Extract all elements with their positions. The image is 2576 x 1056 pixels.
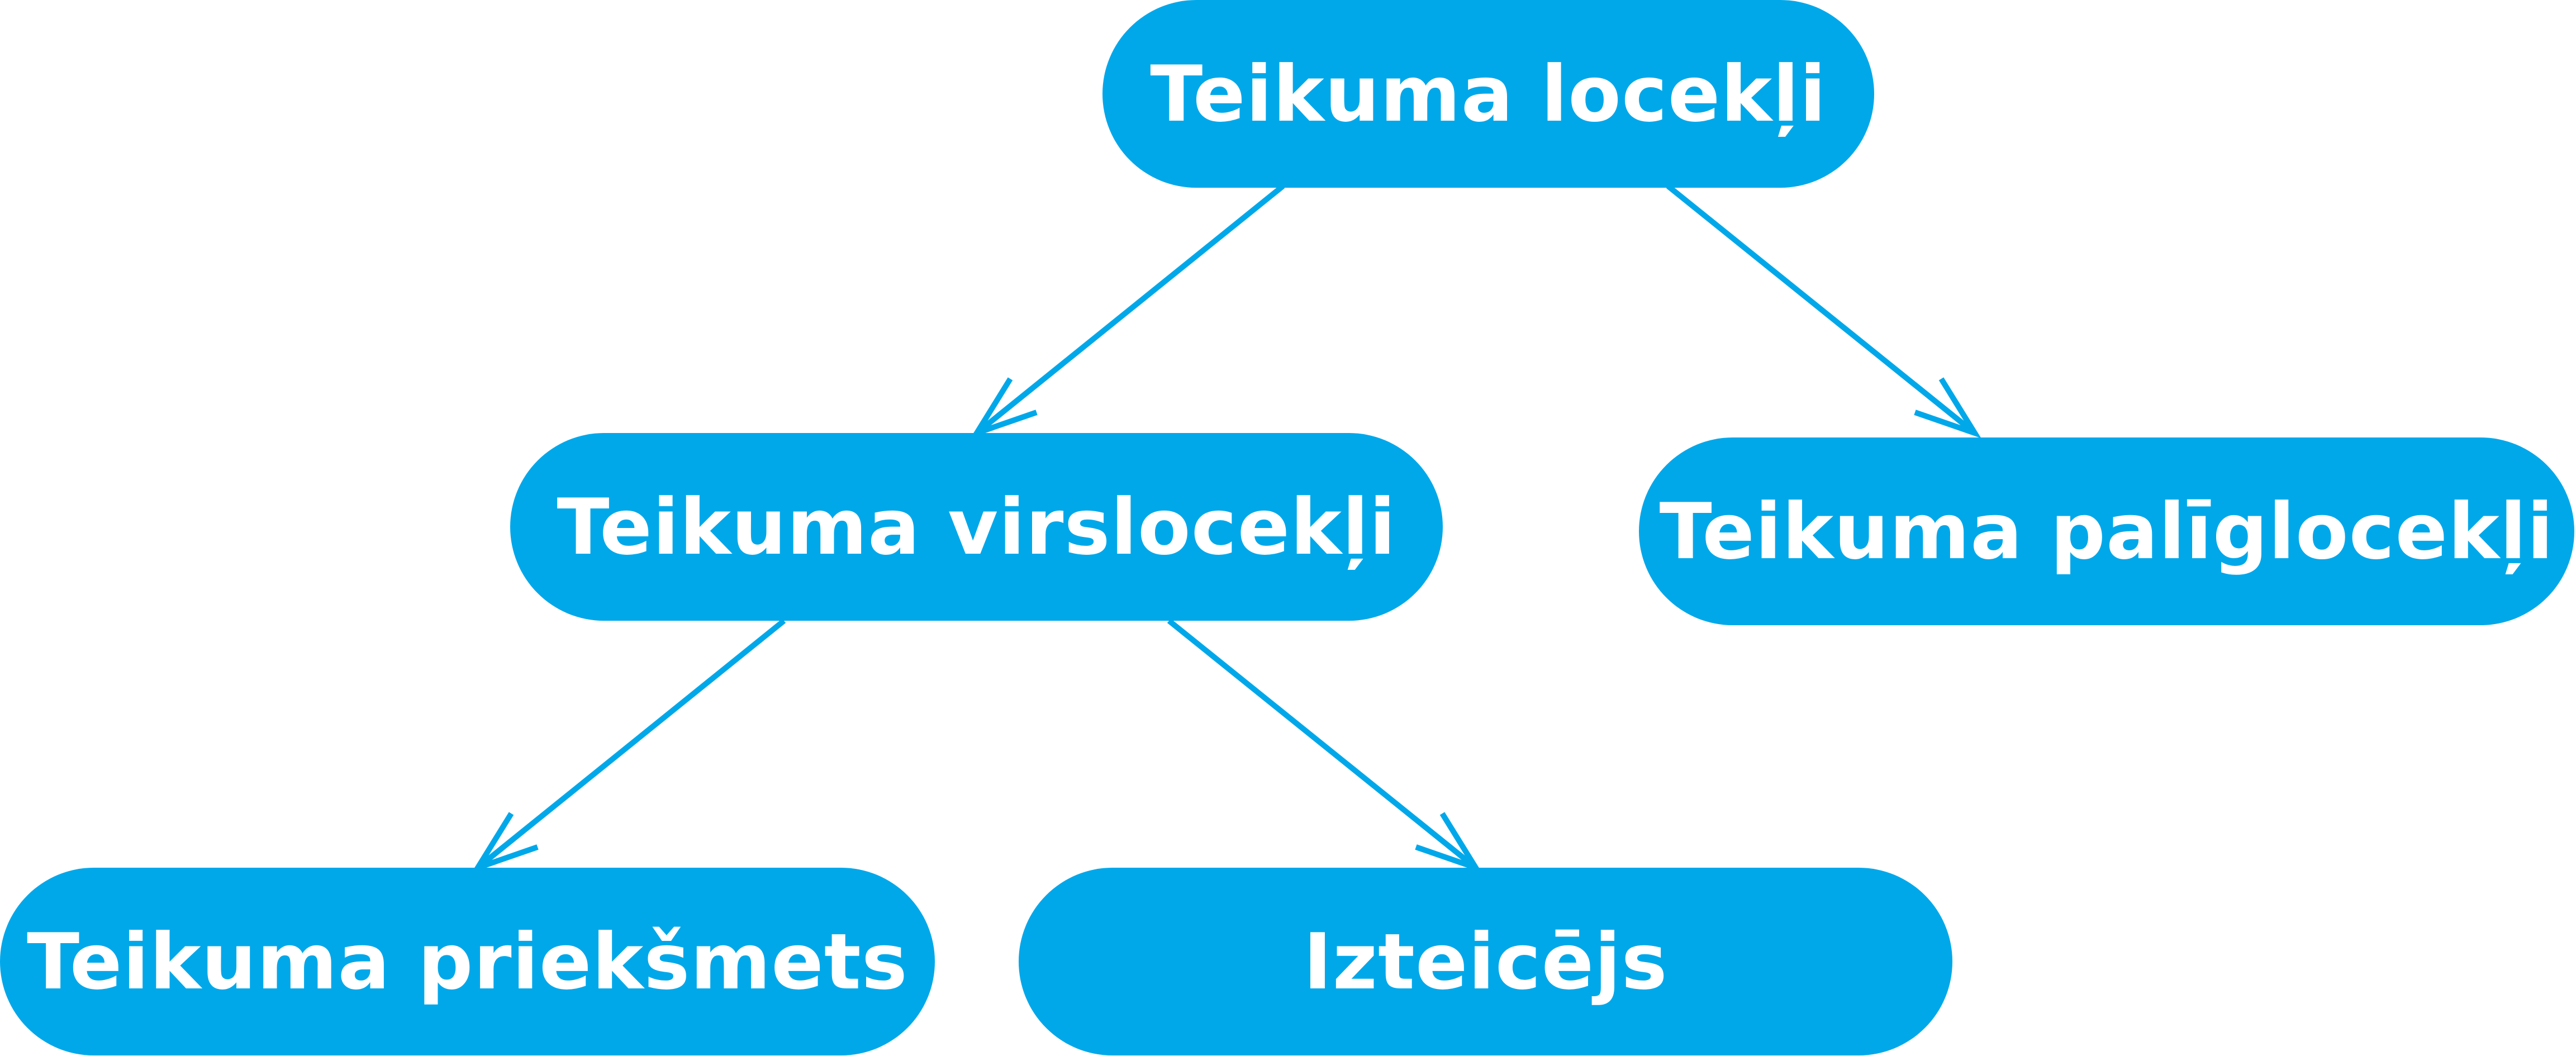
node-teikuma-loceklji: Teikuma locekļi [1102, 0, 1874, 188]
node-label: Teikuma virslocekļi [557, 482, 1396, 572]
edge-virs-to-subj [471, 619, 786, 873]
edge-root-to-palig [1666, 184, 1981, 439]
node-label: Teikuma locekļi [1150, 49, 1827, 139]
node-izteicejs: Izteicējs [1019, 868, 1952, 1055]
node-teikuma-virsloceklji: Teikuma virslocekļi [510, 433, 1443, 621]
node-label: Izteicējs [1303, 916, 1668, 1007]
edge-root-to-virs [970, 184, 1285, 439]
node-label: Teikuma palīglocekļi [1659, 486, 2554, 577]
node-label: Teikuma priekšmets [27, 916, 908, 1007]
edge-virs-to-pred [1167, 619, 1482, 873]
node-teikuma-paligloceklji: Teikuma palīglocekļi [1639, 437, 2574, 625]
node-teikuma-prieksmets: Teikuma priekšmets [0, 868, 935, 1055]
